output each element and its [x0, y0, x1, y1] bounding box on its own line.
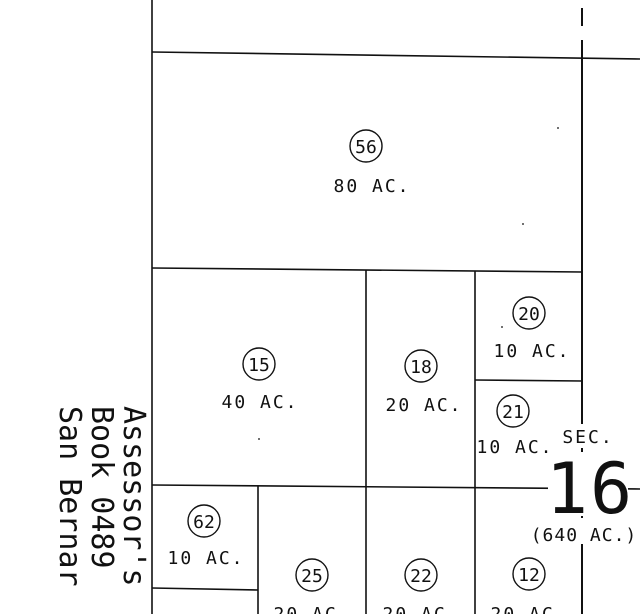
section-area-backdrop — [528, 518, 640, 544]
parcel-15[interactable]: 15 40 AC. — [221, 347, 298, 413]
parcel-number-circle — [512, 296, 546, 330]
parcel-number: 18 — [410, 357, 432, 378]
parcel-20[interactable]: 20 10 AC. — [493, 296, 570, 362]
parcel-number: 20 — [518, 304, 540, 325]
speck — [522, 223, 524, 225]
parcel-number-circle — [404, 558, 438, 592]
parcel-number-circle — [242, 347, 276, 381]
parcel-25[interactable]: 25 20 AC. — [273, 558, 350, 614]
parcel-area: 10 AC. — [167, 548, 244, 569]
parcel-area: 10 AC. — [493, 341, 570, 362]
boundary-56-south — [151, 267, 583, 273]
parcel-12[interactable]: 12 20 AC. — [490, 557, 567, 614]
boundary-62-south — [151, 587, 259, 591]
parcel-area: 20 AC. — [382, 604, 459, 614]
parcel-number-circle — [404, 349, 438, 383]
parcel-62[interactable]: 62 10 AC. — [167, 504, 244, 569]
parcel-number-circle — [349, 129, 383, 163]
parcel-area: 40 AC. — [221, 392, 298, 413]
parcel-22[interactable]: 22 20 AC. — [382, 558, 459, 614]
speck — [501, 326, 503, 328]
parcel-number: 22 — [410, 566, 432, 587]
parcel-number: 15 — [248, 355, 270, 376]
section-number: 16 — [546, 448, 634, 530]
speck — [557, 127, 559, 129]
parcel-number: 62 — [193, 512, 215, 533]
side-text-line1: Assessor's — [116, 406, 151, 587]
parcel-area: 20 AC. — [490, 604, 567, 614]
parcel-area: 80 AC. — [333, 176, 410, 197]
parcel-number: 21 — [502, 402, 524, 423]
boundary-20-21 — [474, 379, 583, 382]
side-text-line2: Book 0489 — [84, 406, 119, 569]
parcel-number-circle — [187, 504, 221, 538]
section-label: SEC. 16 (640 AC.) — [528, 424, 640, 546]
parcel-number-circle — [295, 558, 329, 592]
parcel-number: 25 — [301, 566, 323, 587]
parcel-number: 56 — [355, 137, 377, 158]
parcel-56[interactable]: 56 80 AC. — [333, 129, 410, 197]
section-prefix: SEC. — [562, 427, 613, 448]
speck — [258, 438, 260, 440]
assessor-book-label: Assessor's Book 0489 San Bernar — [52, 406, 151, 587]
boundary-north — [151, 51, 640, 60]
scan-specks — [258, 127, 559, 440]
parcel-21[interactable]: 21 10 AC. — [476, 394, 553, 458]
parcel-area: 20 AC. — [385, 395, 462, 416]
parcel-area: 10 AC. — [476, 437, 553, 458]
section-number-backdrop — [548, 452, 628, 516]
section-label-backdrop — [564, 424, 610, 448]
parcel-18[interactable]: 18 20 AC. — [385, 349, 462, 416]
parcel-area: 20 AC. — [273, 604, 350, 614]
parcel-number: 12 — [518, 565, 540, 586]
side-text-line3: San Bernar — [52, 406, 87, 587]
parcel-number-circle — [496, 394, 530, 428]
parcel-number-circle — [512, 557, 546, 591]
section-area: (640 AC.) — [531, 525, 638, 546]
